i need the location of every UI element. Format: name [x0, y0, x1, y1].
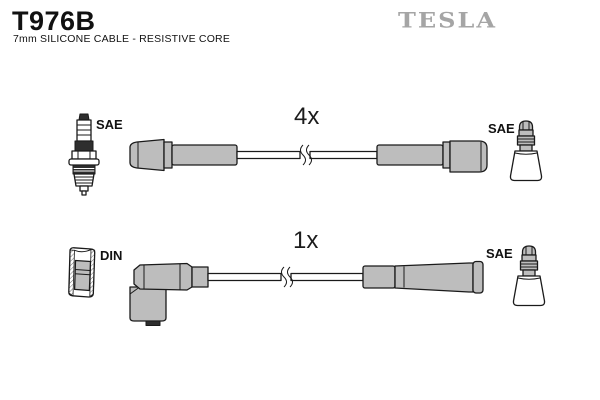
- tesla-logo: TESLA: [398, 7, 497, 33]
- quantity-label-row2: 1x: [293, 227, 319, 254]
- sae-connector-icon-row2: [512, 245, 546, 307]
- spark-plug-icon: [68, 113, 100, 196]
- part-number: T976B: [12, 6, 96, 36]
- product-subtitle: 7mm SILICONE CABLE - RESISTIVE CORE: [13, 33, 231, 45]
- connector-label-row1-left: SAE: [96, 117, 123, 132]
- connector-label-row2-left: DIN: [100, 248, 123, 263]
- din-connector-icon: [68, 247, 96, 298]
- connector-label-row1-right: SAE: [488, 121, 515, 136]
- connector-label-row2-right: SAE: [486, 246, 513, 261]
- cable-drawing-elbow: [129, 260, 484, 326]
- quantity-label-row1: 4x: [294, 103, 320, 130]
- sae-connector-icon-row1: [509, 120, 543, 182]
- cable-drawing-straight: [129, 138, 488, 173]
